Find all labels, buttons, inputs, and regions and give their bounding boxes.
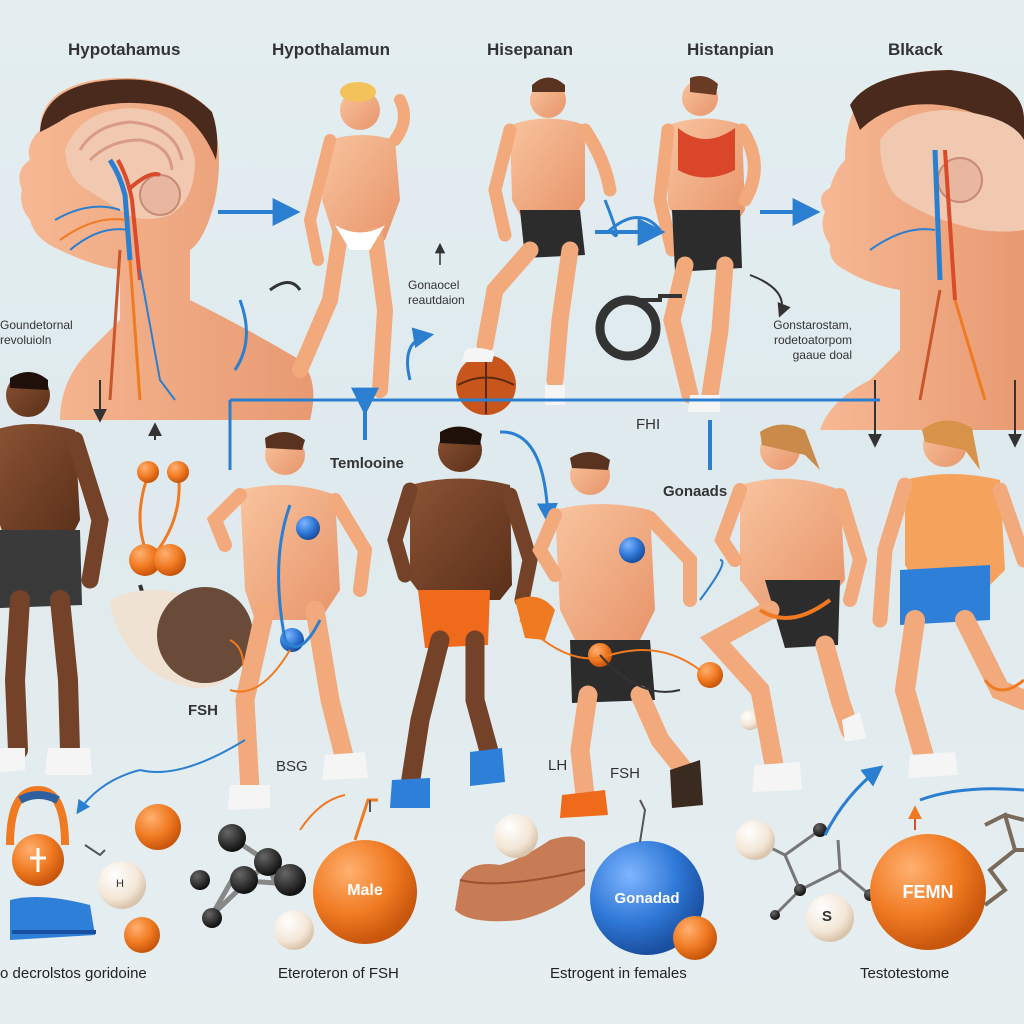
label-hypothalamus: Hypotahamus <box>68 40 181 59</box>
label-bsg: BSG <box>276 758 308 775</box>
note-left-line-1: Goundetornal <box>0 318 73 332</box>
figure-mid-4 <box>515 451 760 818</box>
ball-label-h: H <box>116 878 124 890</box>
label-hypothalamun: Hypothalamun <box>272 40 391 59</box>
shoe-icon <box>455 836 586 922</box>
label-histanpian: Histanpian <box>687 40 774 59</box>
figure-top-3 <box>653 76 761 412</box>
figure-mid-2 <box>206 431 373 810</box>
note-right-line-2: rodetoatorpom <box>773 333 852 347</box>
figure-mid-1 <box>0 371 109 775</box>
bottom-label-2: Eteroteron of FSH <box>278 965 399 982</box>
note-gonadal: Gonaocel reautdaion <box>408 278 465 308</box>
label-temloone: Temlooine <box>330 455 404 472</box>
flow-arrows-top <box>218 198 880 525</box>
note-left: Goundetornal revoluioln <box>0 318 73 348</box>
gland-icon <box>110 461 253 691</box>
label-hisepanan: Hisepanan <box>487 40 573 59</box>
molecule-icon <box>190 824 314 950</box>
ball-label-male: Male <box>347 882 383 899</box>
figure-mid-5 <box>699 424 868 792</box>
label-black: Blkack <box>888 40 943 59</box>
label-gonads: Gonaads <box>663 483 728 500</box>
note-right-line-1: Gonstarostam, <box>773 318 852 332</box>
gonad-ball <box>590 841 704 955</box>
bottom-label-1: o decrolstos goridoine <box>0 965 147 982</box>
note-gonadal-line-2: reautdaion <box>408 293 465 307</box>
ball-label-femn: FEMN <box>902 882 954 902</box>
bottom-objects <box>6 739 1024 960</box>
note-gonadal-line-1: Gonaocel <box>408 278 460 292</box>
label-fsh-left: FSH <box>188 702 218 719</box>
ball-label-s: S <box>822 908 833 925</box>
male-ball <box>313 840 417 944</box>
figure-top-1 <box>292 82 410 398</box>
right-head-cross-section <box>820 70 1024 448</box>
label-fsh-right: FSH <box>610 765 640 782</box>
left-head-cross-section <box>19 78 314 440</box>
note-right-line-3: gaaue doal <box>792 348 852 362</box>
label-lh: LH <box>548 757 568 774</box>
stethoscope-icon <box>233 199 682 371</box>
bottom-label-3: Estrogent in females <box>550 965 687 982</box>
label-fhi: FHI <box>636 416 661 433</box>
bottom-label-4: Testotestome <box>860 965 950 982</box>
note-right: Gonstarostam, rodetoatorpom gaaue doal <box>752 318 852 363</box>
note-left-line-2: revoluioln <box>0 333 52 347</box>
figure-mid-3 <box>387 426 538 808</box>
femn-ball <box>870 834 986 950</box>
figure-mid-6 <box>872 420 1024 778</box>
figure-top-2 <box>456 77 617 415</box>
ball-label-gonad: Gonadad <box>614 890 680 907</box>
